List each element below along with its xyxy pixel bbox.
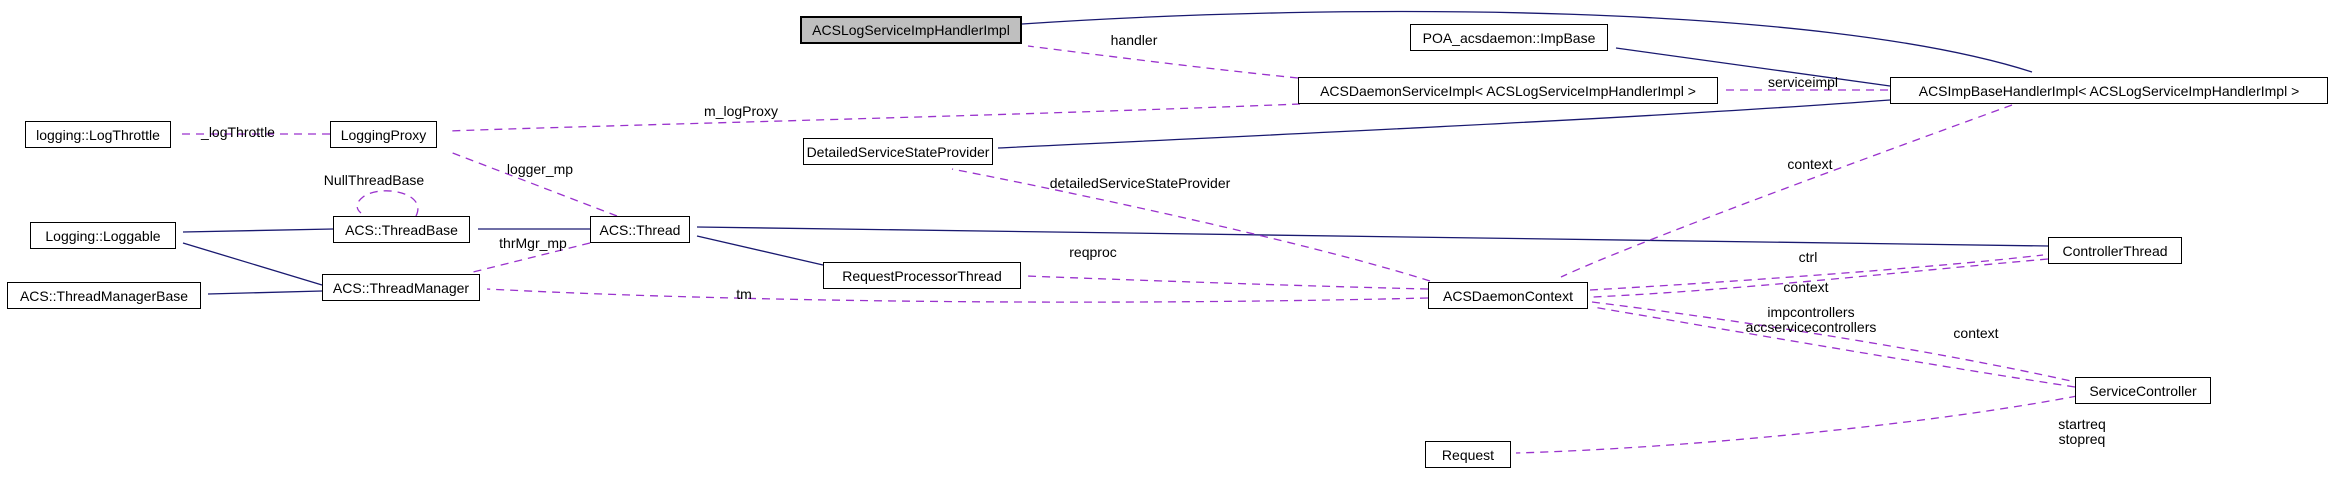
edge-label-handler: handler <box>1110 32 1158 48</box>
inherit-controllerthread-to-thread <box>696 226 2049 247</box>
edge-label-ctrl: ctrl <box>1798 249 1818 265</box>
edge-label-context: context <box>1953 325 1999 341</box>
class-node-acs-daemon-context[interactable]: ACSDaemonContext <box>1428 282 1588 309</box>
class-node-thread[interactable]: ACS::Thread <box>590 216 690 243</box>
inherit-impbasehandler-to-detailedssp <box>997 99 1891 149</box>
usage-nullthreadbase-selfloop <box>356 190 419 217</box>
edge-label-reqproc: reqproc <box>1069 244 1117 260</box>
usage-handler <box>1027 45 1299 79</box>
class-node-acs-log-service-imp-handler-impl[interactable]: ACSLogServiceImpHandlerImpl <box>800 16 1022 44</box>
edge-label-impcontrollers: impcontrollers <box>1767 304 1855 320</box>
usage-mlogproxy <box>447 103 1301 132</box>
class-node-request-processor-thread[interactable]: RequestProcessorThread <box>823 262 1021 289</box>
class-node-controller-thread[interactable]: ControllerThread <box>2048 237 2182 264</box>
class-node-service-controller[interactable]: ServiceController <box>2075 377 2211 404</box>
edge-label--logthrottle: _logThrottle <box>201 124 275 140</box>
usage-context-from-controllerthread <box>1592 258 2049 298</box>
edge-label-detailedservicestateprovider: detailedServiceStateProvider <box>1049 175 1231 191</box>
usage-context-from-servicecontroller <box>1592 306 2076 388</box>
class-node-loggable[interactable]: Logging::Loggable <box>30 222 176 249</box>
edge-label-stopreq: stopreq <box>2058 431 2106 447</box>
inherit-requestprocessorthread-to-thread <box>696 235 824 266</box>
usage-loggermp <box>449 151 618 217</box>
inherit-threadmanager-to-threadmanagerbase <box>207 290 323 295</box>
class-node-request[interactable]: Request <box>1425 441 1511 468</box>
edge-label-m-logproxy: m_logProxy <box>704 103 778 119</box>
edge-label-context: context <box>1783 279 1829 295</box>
inherit-main-to-impbasehandler <box>1021 10 2033 73</box>
usage-impcontrollers <box>1591 301 2072 382</box>
usage-reqproc <box>1025 275 1429 290</box>
inherit-threadmanager-to-loggable <box>182 242 323 286</box>
edge-label-startreq: startreq <box>2058 416 2106 432</box>
class-node-thread-manager-base[interactable]: ACS::ThreadManagerBase <box>7 282 201 309</box>
edge-label-tm: tm <box>736 286 752 302</box>
usage-context-from-impbasehandler <box>1560 104 2013 278</box>
edge-label-logger-mp: logger_mp <box>506 161 574 177</box>
inherit-threadbase-to-loggable <box>182 228 334 233</box>
usage-ctrl <box>1589 254 2044 291</box>
usage-tm <box>486 288 1429 303</box>
class-node-poa-acsdaemon-impbase[interactable]: POA_acsdaemon::ImpBase <box>1410 24 1608 51</box>
class-node-log-throttle[interactable]: logging::LogThrottle <box>25 121 171 148</box>
class-node-thread-base[interactable]: ACS::ThreadBase <box>333 216 470 243</box>
class-node-thread-manager[interactable]: ACS::ThreadManager <box>322 274 480 301</box>
class-node-detailed-service-state-provider[interactable]: DetailedServiceStateProvider <box>803 138 993 165</box>
edge-label-accservicecontrollers: accservicecontrollers <box>1745 319 1877 335</box>
class-node-acs-imp-base-handler-impl[interactable]: ACSImpBaseHandlerImpl< ACSLogServiceImpH… <box>1890 77 2328 104</box>
usage-thrmgrmp <box>472 242 591 273</box>
usage-startreq-stopreq <box>1515 395 2078 454</box>
usage-detailedservicestateprovider <box>951 168 1431 282</box>
class-node-logging-proxy[interactable]: LoggingProxy <box>330 121 437 148</box>
edge-label-nullthreadbase: NullThreadBase <box>323 172 425 188</box>
inherit-impbasehandler-to-poaimpbase <box>1615 47 1891 87</box>
edge-label-serviceimpl: serviceimpl <box>1767 74 1839 90</box>
edge-label-context: context <box>1787 156 1833 172</box>
class-node-acs-daemon-service-impl[interactable]: ACSDaemonServiceImpl< ACSLogServiceImpHa… <box>1298 77 1718 104</box>
edge-label-thrmgr-mp: thrMgr_mp <box>499 235 567 251</box>
